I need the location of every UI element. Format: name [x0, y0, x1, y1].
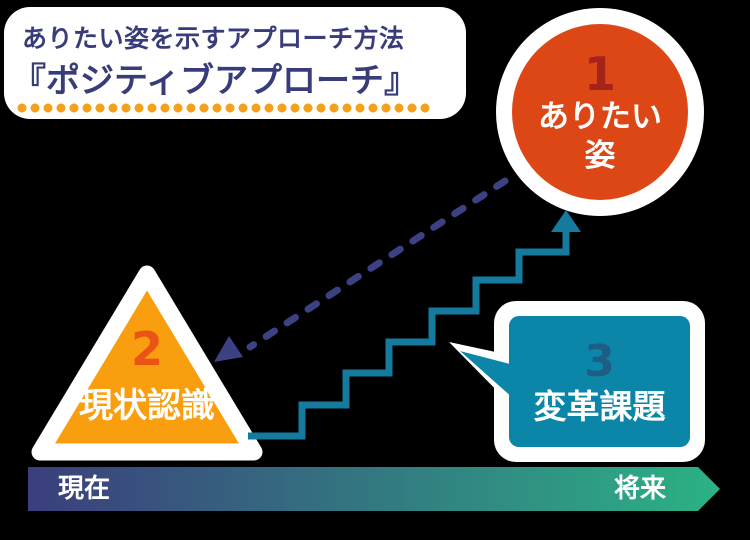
- timeline-end-label: 将来: [613, 474, 666, 504]
- stairs-arrowhead-icon: [551, 210, 581, 232]
- stairs-line: [248, 230, 570, 440]
- speech-tail-border: [449, 342, 514, 408]
- timeline-start-label: 現在: [58, 474, 111, 504]
- current-triangle-shape: [31, 265, 263, 461]
- task-box: [449, 301, 705, 462]
- dashed-arrowhead-icon: [214, 336, 243, 362]
- current-triangle: [31, 265, 263, 461]
- stairs-arrow-icon: [248, 210, 581, 440]
- task-box-fill: [509, 316, 690, 447]
- title-subtitle: ありたい姿を示すアプローチ方法: [22, 24, 405, 53]
- goal-circle-fill: [512, 24, 688, 200]
- dotted-underline: [16, 103, 432, 113]
- speech-tail-icon: [460, 351, 514, 399]
- timeline-bar: 現在 将来: [28, 467, 720, 511]
- dashed-line: [246, 177, 509, 351]
- goal-circle: [496, 8, 704, 216]
- page-title: 『ポジティブアプローチ』: [12, 61, 418, 101]
- dashed-arrow-icon: [214, 177, 509, 362]
- title-card: ありたい姿を示すアプローチ方法 『ポジティブアプローチ』: [4, 7, 466, 119]
